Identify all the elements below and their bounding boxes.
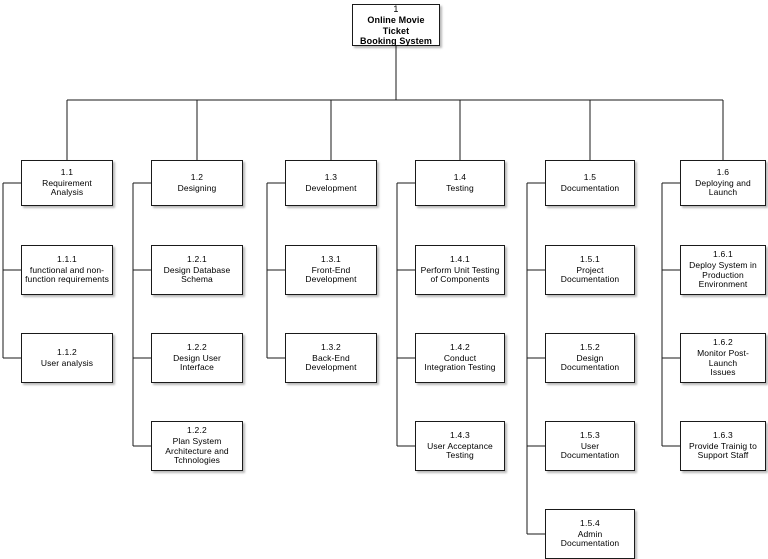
node-code: 1.5.2 — [580, 342, 600, 353]
node-title: Perform Unit Testing of Components — [420, 264, 500, 285]
node-title: Monitor Post-Launch Issues — [697, 347, 749, 378]
node-code: 1.5.4 — [580, 518, 600, 529]
node-code: 1.6 — [716, 167, 730, 178]
node-title: Development — [305, 182, 357, 193]
node-title: User Documentation — [560, 440, 620, 461]
node-code: 1.1.1 — [57, 254, 77, 265]
node-title: Online Movie Ticket Booking System — [360, 15, 432, 46]
node-title: Testing — [446, 182, 474, 193]
node-code: 1.2.2 — [187, 425, 207, 436]
node-code: 1.4 — [453, 171, 467, 182]
node-code: 1.2 — [190, 171, 204, 182]
node-title: Requirement Analysis — [42, 177, 92, 198]
node-title: Deploying and Launch — [695, 177, 751, 198]
node-code: 1.5.3 — [580, 430, 600, 441]
node-title: Documentation — [560, 182, 620, 193]
node-code: 1.3 — [324, 171, 338, 182]
node-title: Front-End Development — [305, 264, 357, 285]
node-code: 1.5.1 — [580, 254, 600, 265]
node-title: Back-End Development — [305, 352, 357, 373]
node-code: 1.6.1 — [713, 249, 733, 260]
node-code: 1.6.2 — [713, 337, 733, 348]
node-title: Conduct Integration Testing — [424, 352, 496, 373]
node-code: 1.3.2 — [321, 342, 341, 353]
node-code: 1.5 — [583, 171, 597, 182]
node-code: 1.4.2 — [450, 342, 470, 353]
node-title: Design Documentation — [560, 352, 620, 373]
node-code: 1.4.1 — [450, 254, 470, 265]
node-title: Design User Interface — [173, 352, 221, 373]
node-code: 1.2.1 — [187, 254, 207, 265]
node-code: 1 — [393, 4, 399, 15]
node-title: Project Documentation — [560, 264, 620, 285]
node-title: Deploy System in Production Environment — [689, 259, 757, 290]
node-title: functional and non- function requirement… — [25, 264, 109, 285]
node-title: Plan System Architecture and Tchnologies — [165, 435, 229, 466]
node-title: Designing — [177, 182, 217, 193]
node-title: Admin Documentation — [560, 528, 620, 549]
node-title: Design Database Schema — [163, 264, 231, 285]
node-title: Provide Trainig to Support Staff — [689, 440, 757, 461]
node-title: User analysis — [40, 357, 94, 368]
node-code: 1.3.1 — [321, 254, 341, 265]
node-title: User Acceptance Testing — [427, 440, 493, 461]
node-code: 1.1 — [60, 167, 74, 178]
node-code: 1.6.3 — [713, 430, 733, 441]
node-code: 1.1.2 — [57, 346, 77, 357]
node-code: 1.2.2 — [187, 342, 207, 353]
node-code: 1.4.3 — [450, 430, 470, 441]
